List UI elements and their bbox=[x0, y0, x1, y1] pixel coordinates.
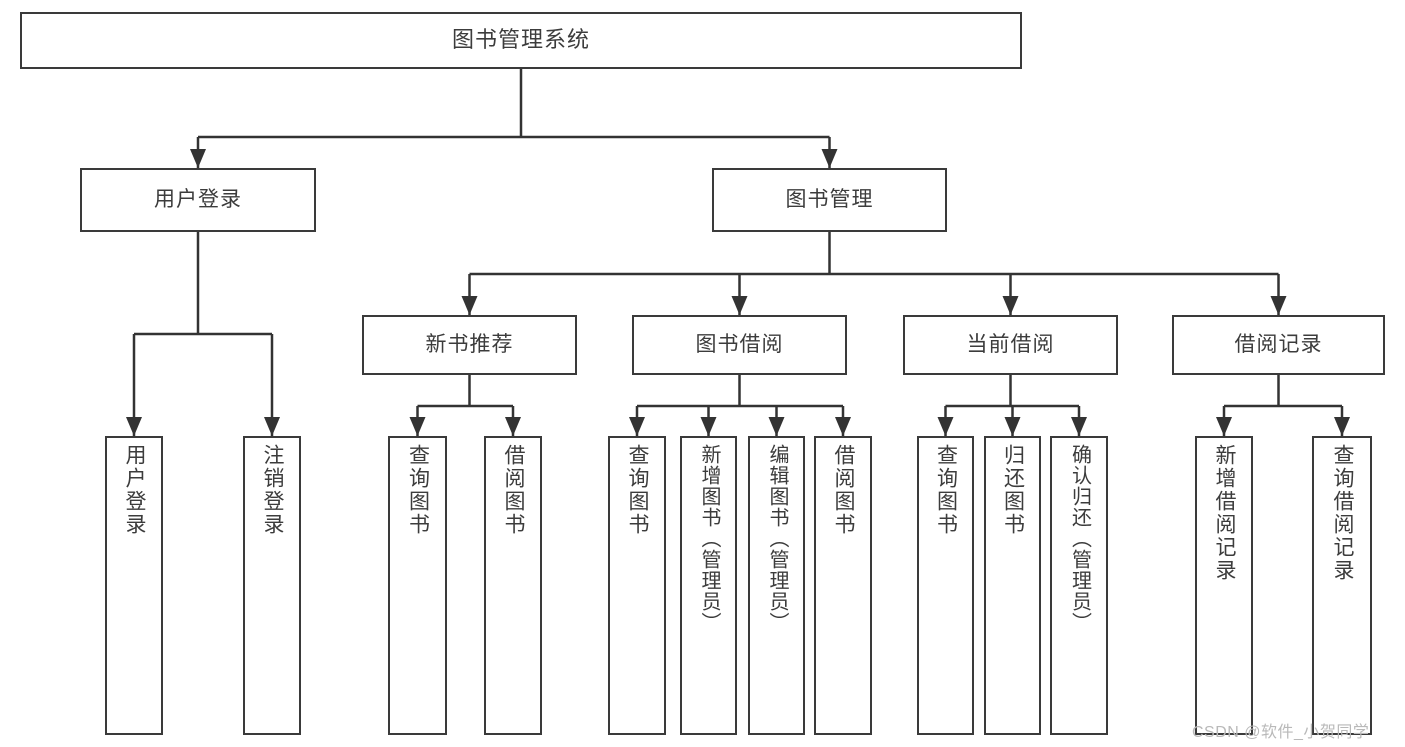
node-label: 当前借阅 bbox=[966, 333, 1055, 357]
node-leaf_6[interactable]: 新增图书（管理员） bbox=[680, 436, 737, 735]
node-label: 查询借阅记录 bbox=[1331, 444, 1355, 582]
node-label: 查询图书 bbox=[406, 444, 430, 536]
node-leaf_4[interactable]: 借阅图书 bbox=[484, 436, 542, 735]
node-leaf_7[interactable]: 编辑图书（管理员） bbox=[748, 436, 805, 735]
node-l2_2[interactable]: 图书管理 bbox=[712, 168, 947, 232]
node-l3_3[interactable]: 当前借阅 bbox=[903, 315, 1118, 375]
node-leaf_8[interactable]: 借阅图书 bbox=[814, 436, 872, 735]
node-label: 借阅图书 bbox=[832, 444, 856, 536]
node-label: 查询图书 bbox=[934, 444, 958, 536]
node-label: 归还图书 bbox=[1001, 444, 1025, 536]
node-label: 查询图书 bbox=[626, 444, 650, 536]
node-label: 确认归还（管理员） bbox=[1068, 444, 1091, 633]
node-label: 新书推荐 bbox=[425, 333, 514, 357]
node-l3_2[interactable]: 图书借阅 bbox=[632, 315, 847, 375]
node-label: 图书管理 bbox=[785, 188, 874, 212]
node-leaf_2[interactable]: 注销登录 bbox=[243, 436, 301, 735]
node-leaf_10[interactable]: 归还图书 bbox=[984, 436, 1041, 735]
node-label: 用户登录 bbox=[154, 188, 242, 212]
node-leaf_11[interactable]: 确认归还（管理员） bbox=[1050, 436, 1108, 735]
node-leaf_1[interactable]: 用户登录 bbox=[105, 436, 163, 735]
node-l2_1[interactable]: 用户登录 bbox=[80, 168, 316, 232]
node-label: 注销登录 bbox=[261, 444, 285, 536]
node-l3_1[interactable]: 新书推荐 bbox=[362, 315, 577, 375]
node-label: 借阅图书 bbox=[502, 444, 526, 536]
node-label: 图书管理系统 bbox=[451, 27, 590, 53]
node-l3_4[interactable]: 借阅记录 bbox=[1172, 315, 1385, 375]
node-label: 新增借阅记录 bbox=[1213, 444, 1237, 582]
node-leaf_3[interactable]: 查询图书 bbox=[388, 436, 447, 735]
node-root[interactable]: 图书管理系统 bbox=[20, 12, 1022, 69]
node-label: 图书借阅 bbox=[695, 333, 784, 357]
watermark: CSDN @软件_小贺同学 bbox=[1192, 724, 1370, 741]
node-label: 编辑图书（管理员） bbox=[766, 444, 788, 633]
node-leaf_12[interactable]: 新增借阅记录 bbox=[1195, 436, 1253, 735]
node-label: 借阅记录 bbox=[1234, 333, 1323, 357]
node-label: 新增图书（管理员） bbox=[698, 444, 720, 633]
node-leaf_13[interactable]: 查询借阅记录 bbox=[1312, 436, 1372, 735]
node-label: 用户登录 bbox=[123, 444, 147, 536]
node-leaf_5[interactable]: 查询图书 bbox=[608, 436, 666, 735]
node-leaf_9[interactable]: 查询图书 bbox=[917, 436, 974, 735]
